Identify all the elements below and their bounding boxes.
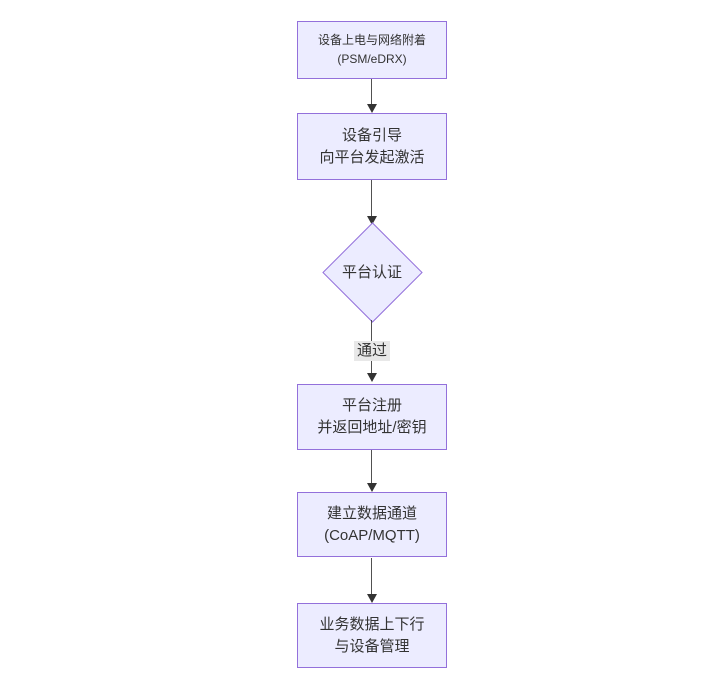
arrowhead-icon bbox=[367, 594, 377, 603]
node-text-line: 设备上电与网络附着 bbox=[317, 33, 426, 47]
node-text-line: 向平台发起激活 bbox=[319, 148, 425, 166]
edge-line bbox=[371, 558, 372, 595]
arrowhead-icon bbox=[367, 483, 377, 492]
decision-platform-auth-label: 平台认证 bbox=[341, 264, 402, 281]
edge-line bbox=[371, 450, 372, 484]
node-text-line: 设备引导 bbox=[341, 126, 402, 144]
arrowhead-icon bbox=[367, 104, 377, 113]
node-text-line: (PSM/eDRX) bbox=[337, 52, 407, 66]
node-device-bootstrap-activate: 设备引导 向平台发起激活 bbox=[297, 113, 447, 180]
edge-line bbox=[371, 180, 372, 217]
node-text-line: (CoAP/MQTT) bbox=[324, 526, 420, 544]
node-text-line: 并返回地址/密钥 bbox=[317, 419, 427, 436]
node-text-line: 平台注册 bbox=[341, 397, 402, 414]
edge-line bbox=[371, 79, 372, 105]
node-business-data-device-mgmt: 业务数据上下行 与设备管理 bbox=[297, 603, 447, 668]
node-text-line: 业务数据上下行 bbox=[319, 615, 425, 633]
node-device-power-network-attach: 设备上电与网络附着 (PSM/eDRX) bbox=[297, 21, 447, 79]
node-text-line: 与设备管理 bbox=[334, 637, 410, 655]
edge-label-pass: 通过 bbox=[353, 341, 391, 361]
node-platform-register: 平台注册 并返回地址/密钥 bbox=[297, 384, 447, 450]
node-text-line: 建立数据通道 bbox=[326, 504, 417, 522]
node-data-channel: 建立数据通道 (CoAP/MQTT) bbox=[297, 492, 447, 557]
arrowhead-icon bbox=[367, 216, 377, 225]
arrowhead-icon bbox=[367, 373, 377, 382]
